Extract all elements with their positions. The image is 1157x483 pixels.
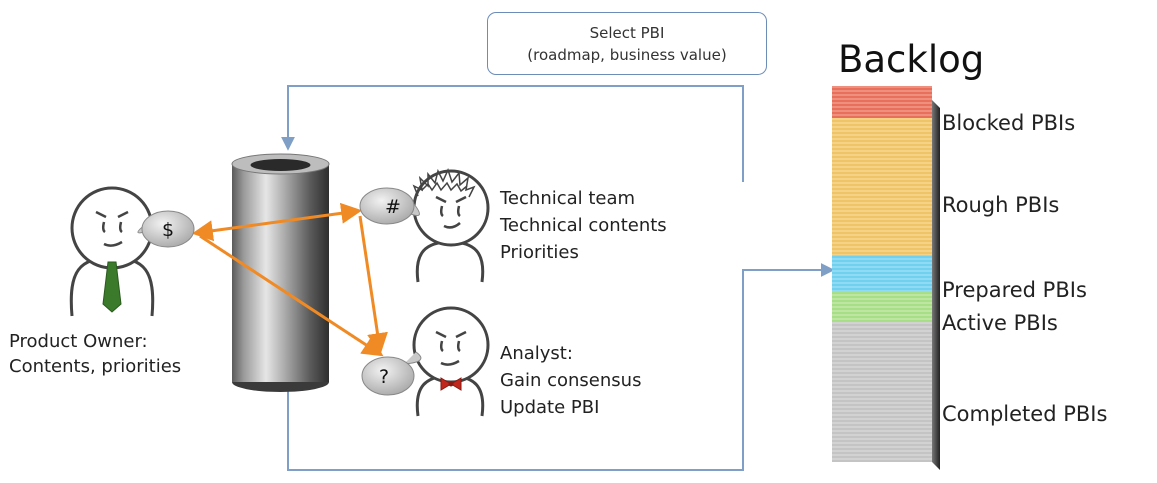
hair-icon bbox=[412, 167, 476, 198]
arrow-team-analyst bbox=[358, 215, 388, 355]
select-box-line1: Select PBI bbox=[589, 24, 665, 42]
analyst-figure bbox=[412, 306, 490, 417]
product-owner-label: Product Owner: Contents, priorities bbox=[9, 331, 182, 377]
technical-team-figure bbox=[412, 167, 490, 283]
select-pbi-box: Select PBI (roadmap, business value) bbox=[487, 12, 767, 75]
po-tie-icon bbox=[102, 261, 122, 313]
label-blocked-pbis: Blocked PBIs bbox=[942, 111, 1076, 135]
label-rough-pbis: Rough PBIs bbox=[942, 193, 1060, 217]
label-completed-pbis: Completed PBIs bbox=[942, 402, 1108, 426]
select-flow-line bbox=[281, 85, 744, 182]
po-bubble-symbol: $ bbox=[162, 219, 174, 241]
label-active-pbis: Active PBIs bbox=[942, 311, 1058, 335]
analyst-label: Analyst: Gain consensus Update PBI bbox=[500, 343, 642, 418]
backlog-stack bbox=[832, 86, 940, 470]
backlog-title: Backlog bbox=[838, 38, 985, 81]
arrow-po-team bbox=[191, 202, 363, 242]
product-owner-figure bbox=[69, 186, 155, 317]
return-flow-line bbox=[287, 263, 835, 471]
select-box-line2: (roadmap, business value) bbox=[527, 46, 727, 64]
team-bubble-symbol: # bbox=[385, 196, 401, 218]
communication-arrows bbox=[191, 202, 388, 357]
label-prepared-pbis: Prepared PBIs bbox=[942, 278, 1087, 302]
team-speech-bubble: # bbox=[359, 187, 420, 225]
repository-cylinder bbox=[231, 153, 330, 392]
po-speech-bubble: $ bbox=[137, 210, 195, 248]
analyst-speech-bubble: ? bbox=[361, 351, 422, 396]
arrow-po-analyst bbox=[199, 234, 384, 357]
technical-team-label: Technical team Technical contents Priori… bbox=[500, 188, 667, 263]
analyst-bubble-symbol: ? bbox=[379, 366, 389, 388]
flow-lines bbox=[281, 85, 835, 471]
